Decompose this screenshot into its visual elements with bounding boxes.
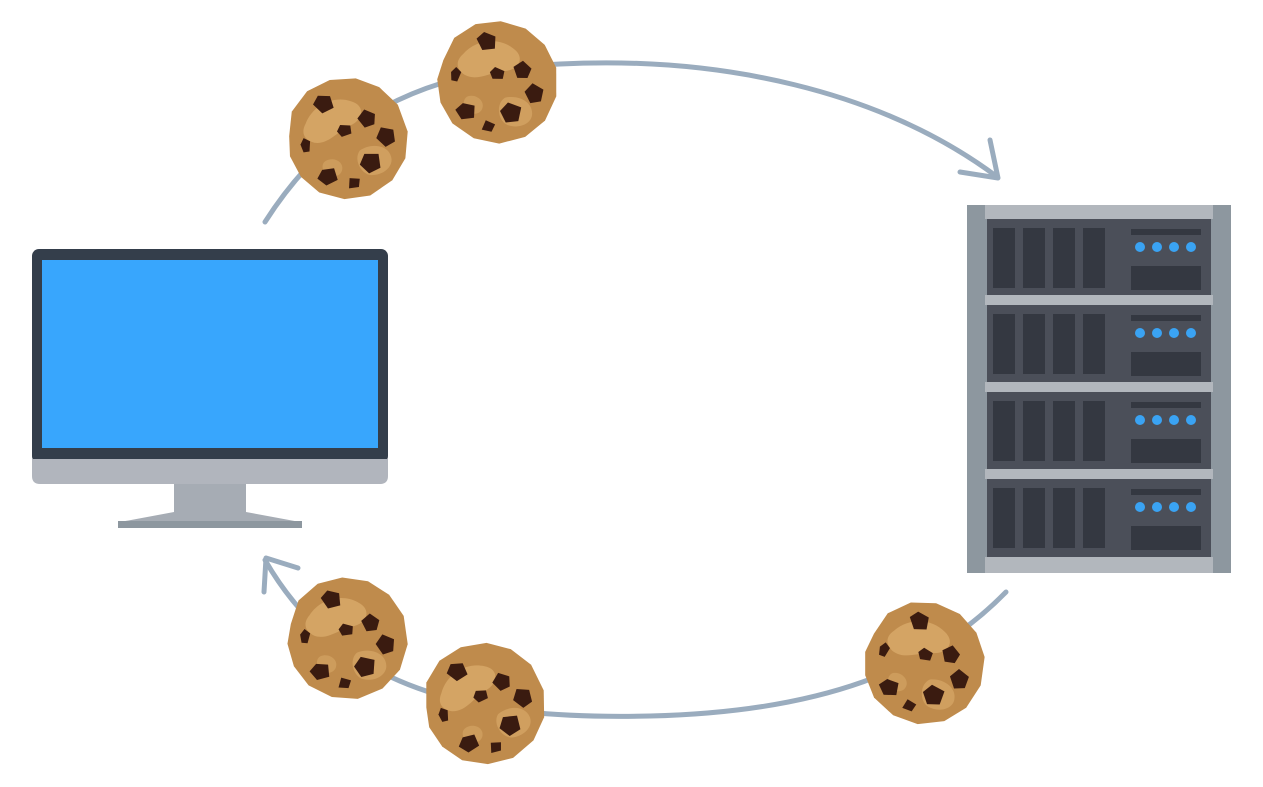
server-unit (987, 305, 1211, 382)
monitor-chin (32, 459, 388, 484)
arrowhead-right-icon (957, 137, 1001, 181)
rack-top-bar (985, 205, 1213, 219)
server-rack-icon (967, 205, 1231, 573)
server-unit (987, 392, 1211, 469)
cookie-icon (280, 70, 416, 206)
rack-divider (985, 469, 1213, 479)
rack-divider (985, 382, 1213, 392)
cookie-icon (283, 573, 413, 703)
monitor-screen (42, 260, 378, 448)
rack-left-post (967, 205, 987, 573)
monitor-base-edge (118, 521, 302, 528)
monitor-neck (174, 484, 246, 514)
monitor-base (120, 512, 300, 522)
cookie-icon (848, 586, 1002, 740)
rack-divider (985, 295, 1213, 305)
cookie-icon (426, 10, 570, 154)
server-unit (987, 479, 1211, 557)
server-unit (987, 219, 1211, 295)
rack-bottom-bar (985, 557, 1213, 573)
desktop-computer-icon (32, 249, 388, 528)
rack-right-post (1211, 205, 1231, 573)
arrowhead-left-icon (261, 555, 301, 595)
cookie-icon (412, 630, 558, 776)
